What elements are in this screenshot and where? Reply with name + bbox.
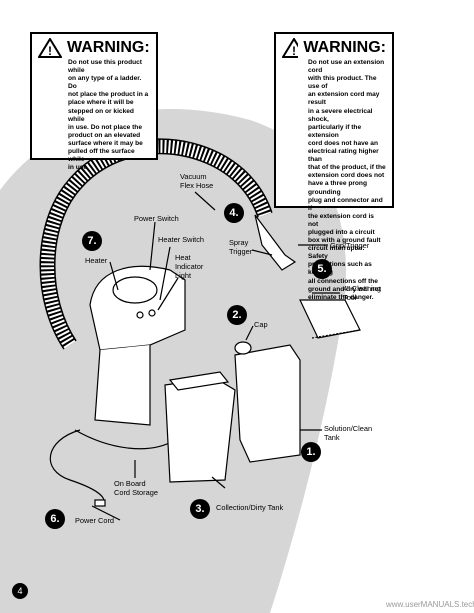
label-power-switch: Power Switch — [134, 214, 179, 223]
svg-text:!: ! — [292, 44, 296, 58]
label-cord-storage: On Board Cord Storage — [114, 479, 158, 497]
label-dirty-tank: Collection/Dirty Tank — [216, 503, 284, 512]
warning-triangle-icon: ! — [38, 38, 62, 58]
label-power-cord: Power Cord — [75, 516, 115, 525]
label-heater-switch: Heater Switch — [158, 235, 205, 244]
callout-3: 3. — [190, 499, 210, 519]
page-number: 4 — [12, 583, 28, 599]
callout-4: 4. — [224, 203, 244, 223]
label-vacuum-hose: Vacuum Flex Hose — [180, 172, 214, 190]
warning-title: WARNING: — [67, 39, 150, 56]
label-heat-indicator-light: Heat Indicator Light — [175, 253, 204, 280]
warning-triangle-icon: ! — [282, 38, 299, 58]
callout-6: 6. — [45, 509, 65, 529]
label-grip-trigger: Grip/Trigger — [330, 241, 370, 250]
callout-1: 1. — [301, 442, 321, 462]
label-heater: Heater — [85, 256, 108, 265]
label-cleaning-tool: 4" Cleaning Tool — [343, 284, 381, 302]
label-cap: Cap — [254, 320, 268, 329]
label-spray-trigger: Spray Trigger — [229, 238, 253, 256]
warning-title: WARNING: — [303, 39, 386, 56]
label-solution-tank: Solution/Clean Tank — [324, 424, 373, 442]
callout-7: 7. — [82, 231, 102, 251]
watermark: www.userMANUALS.tech — [386, 600, 474, 609]
warning-box-ladder: ! WARNING: Do not use this product while… — [30, 32, 158, 171]
callout-5: 5. — [312, 259, 332, 279]
callout-2: 2. — [227, 305, 247, 325]
svg-text:!: ! — [48, 44, 52, 58]
